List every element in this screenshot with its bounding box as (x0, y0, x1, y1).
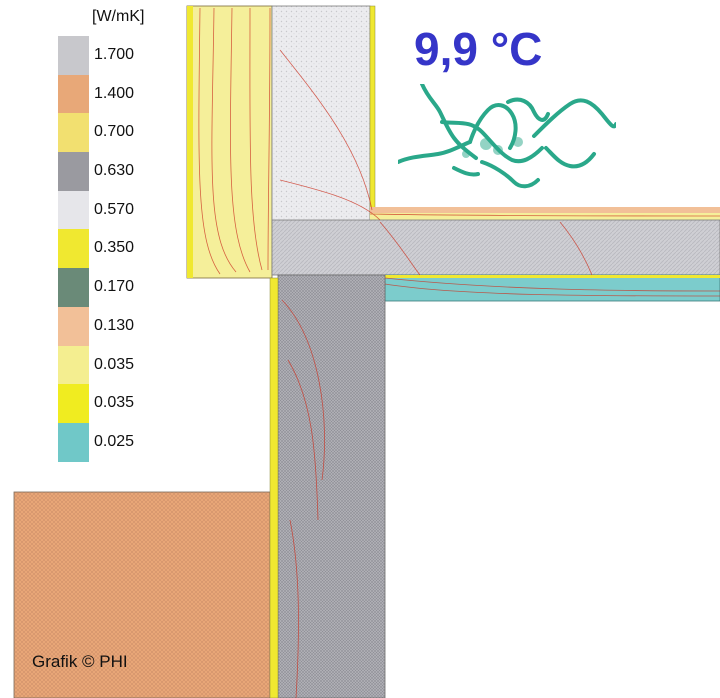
floor-insulation (370, 213, 720, 221)
legend-value: 1.400 (94, 84, 135, 102)
legend-swatch (58, 268, 89, 307)
legend-value: 0.130 (94, 316, 135, 334)
legend-value: 0.035 (94, 394, 135, 412)
legend-swatch (58, 74, 89, 114)
legend-swatch (58, 113, 89, 153)
legend-value: 0.170 (94, 278, 135, 296)
floor-screed (370, 207, 720, 213)
legend-value: 0.570 (94, 200, 135, 218)
exterior-insulation-upper (186, 5, 273, 279)
interior-plaster-upper (369, 5, 376, 219)
legend-value: 0.700 (94, 123, 135, 141)
isotherm-lines (198, 7, 720, 698)
legend-swatch (58, 345, 89, 385)
legend-swatch (58, 152, 89, 191)
legend-value: 1.700 (94, 46, 135, 63)
upper-wall (271, 5, 371, 223)
legend-value: 0.630 (94, 162, 135, 180)
mold-growth-icon (398, 84, 616, 189)
brick-foundation (13, 491, 271, 698)
legend-swatch (58, 229, 89, 269)
ceiling-plaster (385, 275, 720, 278)
ceiling-insulation (384, 274, 720, 302)
lower-wall (277, 274, 386, 698)
surface-temperature-label: 9,9 °C (414, 23, 543, 75)
legend-swatch (58, 306, 89, 346)
legend-swatch (58, 384, 89, 423)
legend-value: 0.035 (94, 355, 135, 373)
render-layer-upper (187, 6, 193, 278)
legend-unit-label: [W/mK] (92, 8, 145, 25)
legend-swatch (58, 190, 89, 230)
legend-value: 0.025 (94, 432, 135, 450)
legend-swatch (58, 36, 89, 75)
legend-value: 0.350 (94, 239, 135, 257)
legend-swatch (58, 422, 89, 462)
concrete-slab (271, 219, 720, 276)
graphic-credit: Grafik © PHI (32, 652, 128, 671)
perimeter-insulation-strip (269, 277, 279, 698)
